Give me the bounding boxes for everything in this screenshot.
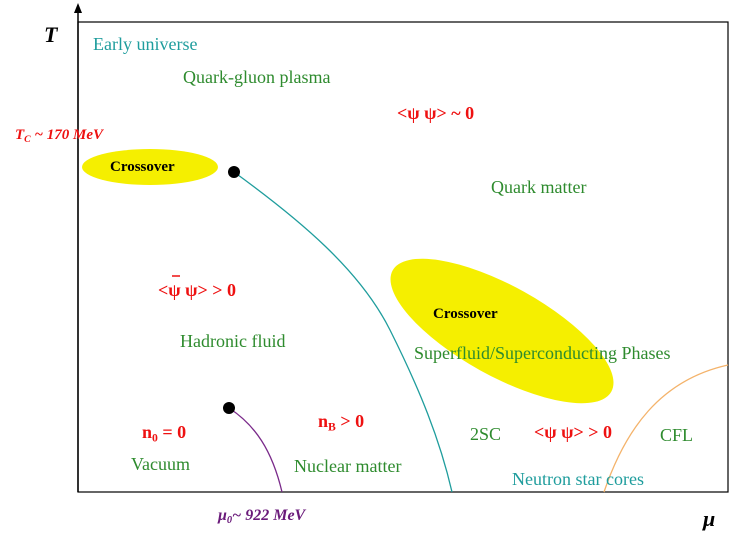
deconfinement-boundary-line [233, 171, 453, 493]
quark-matter-label: Quark matter [491, 177, 587, 197]
y-axis-arrowhead [74, 3, 82, 13]
tc-sub: C [24, 133, 31, 145]
chiral-condensate-label: <ψ ψ> > 0 [158, 280, 237, 300]
tc-value: ~ 170 MeV [30, 127, 103, 143]
nb-prefix: n [318, 411, 329, 431]
critical-point-nuclear [223, 402, 235, 414]
nb-rest: > 0 [335, 411, 365, 431]
mu0-label: μ0~ 922 MeV [218, 507, 306, 527]
qgp-label: Quark-gluon plasma [183, 67, 331, 87]
nuclear-matter-label: Nuclear matter [294, 456, 402, 476]
crossover-ellipse-top [82, 149, 218, 185]
nb-sub: B [328, 420, 336, 434]
cfl-label: CFL [660, 425, 694, 445]
crossover-top-label: Crossover [110, 159, 175, 175]
temperature-axis-label: T [44, 22, 58, 47]
early-universe-label: Early universe [93, 34, 198, 54]
critical-point-qcd [228, 166, 240, 178]
chemical-potential-axis-label: μ [703, 506, 716, 531]
neutron-star-label: Neutron star cores [512, 469, 644, 489]
nb-label: nB > 0 [318, 411, 365, 433]
n0-label: n0 = 0 [142, 422, 187, 444]
tc-prefix: T [15, 127, 25, 143]
hadronic-fluid-label: Hadronic fluid [180, 331, 286, 351]
liquid-gas-boundary-line [228, 407, 283, 493]
mu0-sub: 0 [226, 515, 233, 527]
mu0-value: ~ 922 MeV [232, 507, 306, 524]
mu0-prefix: μ [218, 507, 227, 524]
crossover-mid-label: Crossover [433, 306, 498, 322]
condensate-zero-label: <ψ ψ> ~ 0 [397, 103, 475, 123]
tc-label: TC ~ 170 MeV [15, 127, 103, 145]
crossover-ellipse-mid [390, 258, 614, 404]
n0-prefix: n [142, 422, 153, 442]
n0-sub: 0 [152, 431, 158, 445]
superfluid-label: Superfluid/Superconducting Phases [414, 343, 671, 363]
diquark-condensate-label: <ψ ψ> > 0 [534, 422, 613, 442]
n0-rest: = 0 [157, 422, 187, 442]
two-sc-label: 2SC [470, 424, 502, 444]
cfl-boundary-line [603, 364, 729, 493]
vacuum-label: Vacuum [131, 454, 190, 474]
